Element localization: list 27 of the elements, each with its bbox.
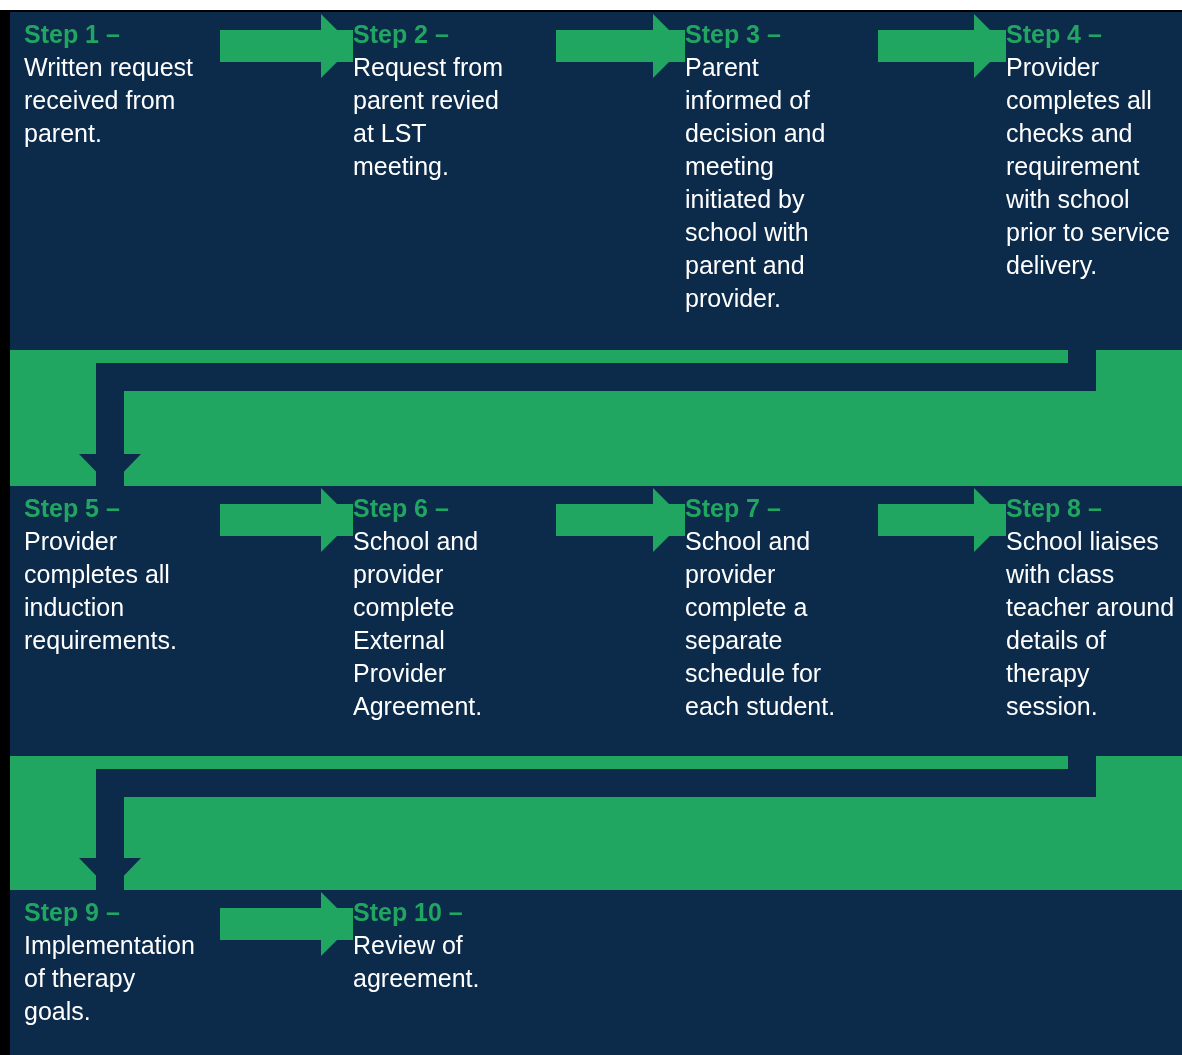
step-title: Step 2 – [353,19,450,50]
step-description: School liaises with class teacher around details of therapy session. [1006,526,1176,722]
arrow [220,892,353,956]
step-title: Step 3 – [685,19,782,50]
arrow [220,14,353,78]
arrow [878,14,1006,78]
step-description: Review of agreement. [353,930,481,994]
arrow [220,488,353,552]
step-title: Step 8 – [1006,493,1103,524]
step-description: Written request received from parent. [24,52,195,149]
arrow [878,488,1006,552]
arrow [556,488,685,552]
step-title: Step 9 – [24,897,121,928]
step-description: Provider completes all checks and requirement with school prior to service delivery. [1006,52,1171,281]
step-title: Step 5 – [24,493,121,524]
step-description: School and provider complete a separate schedule for each student. [685,526,837,722]
step-description: Implementation of therapy goals. [24,930,196,1027]
step-description: Provider completes all induction requirements. [24,526,178,656]
arrow [556,14,685,78]
step-title: Step 10 – [353,897,464,928]
step-description: Parent informed of decision and meeting initiated by school with parent and provider. [685,52,827,314]
step-title: Step 6 – [353,493,450,524]
step-description: Request from parent revied at LST meeting. [353,52,505,182]
step-title: Step 1 – [24,19,121,50]
step-title: Step 4 – [1006,19,1103,50]
step-description: School and provider complete External Provider Agreement. [353,526,484,722]
step-title: Step 7 – [685,493,782,524]
